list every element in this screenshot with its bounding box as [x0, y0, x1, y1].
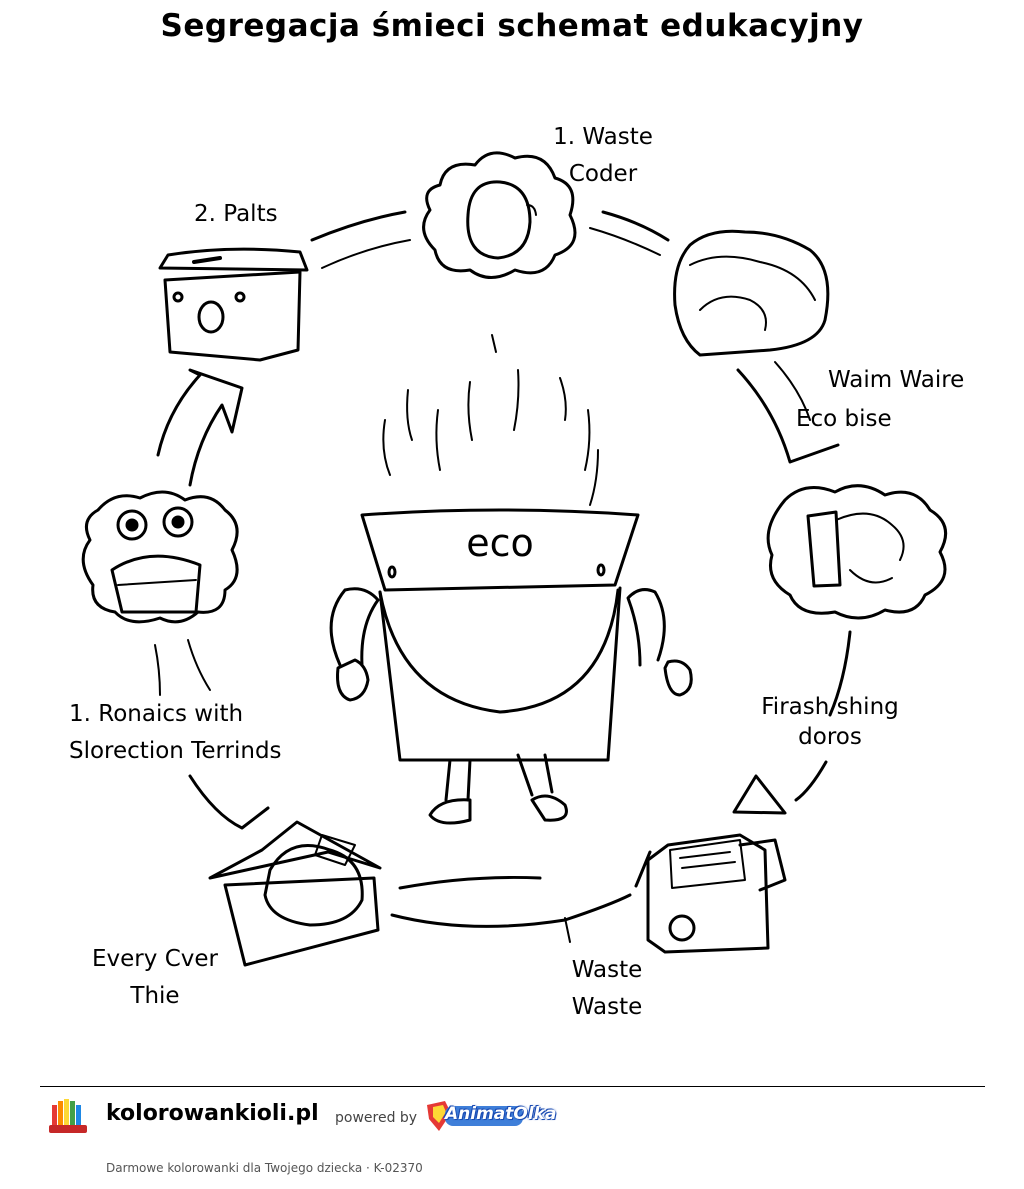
food-waste-bin-icon — [673, 229, 830, 357]
waste-container-icon — [158, 247, 309, 362]
recycling-cycle-diagram: eco — [81, 151, 948, 967]
eco-bin-character — [329, 334, 693, 825]
powered-by-label: powered by — [335, 1110, 418, 1126]
footer-tagline: Darmowe kolorowanki dla Twojego dziecka … — [106, 1161, 423, 1175]
label-right-middle: Firash shing doros — [761, 694, 899, 750]
label-bottom-right: Waste Waste — [571, 957, 643, 1020]
kolorowankioli-logo-icon — [49, 1099, 87, 1133]
label-top-left: 2. Palts — [194, 201, 278, 227]
label-left-middle: 1. Ronaics with Slorection Terrinds — [69, 701, 282, 764]
cardboard-box-icon — [208, 820, 382, 967]
eco-label: eco — [466, 521, 534, 565]
label-top-right: 1. Waste Coder — [553, 124, 653, 187]
page-title: Segregacja śmieci schemat edukacyjny — [160, 8, 864, 44]
label-right-upper: Waim Waire Eco bise — [796, 367, 965, 432]
cycle-arrows — [154, 210, 852, 943]
recycling-machine-icon — [634, 833, 787, 954]
thought-cloud-left — [81, 490, 239, 624]
thought-cloud-top — [422, 151, 577, 279]
animatolka-logo-text: AnimatOlka — [445, 1104, 557, 1124]
thought-cloud-right — [766, 484, 948, 620]
label-bottom-left: Every Cver Thie — [92, 946, 218, 1009]
site-name[interactable]: kolorowankioli.pl — [106, 1101, 319, 1126]
footer-divider — [40, 1086, 985, 1087]
animatolka-logo-icon[interactable] — [425, 1099, 525, 1133]
